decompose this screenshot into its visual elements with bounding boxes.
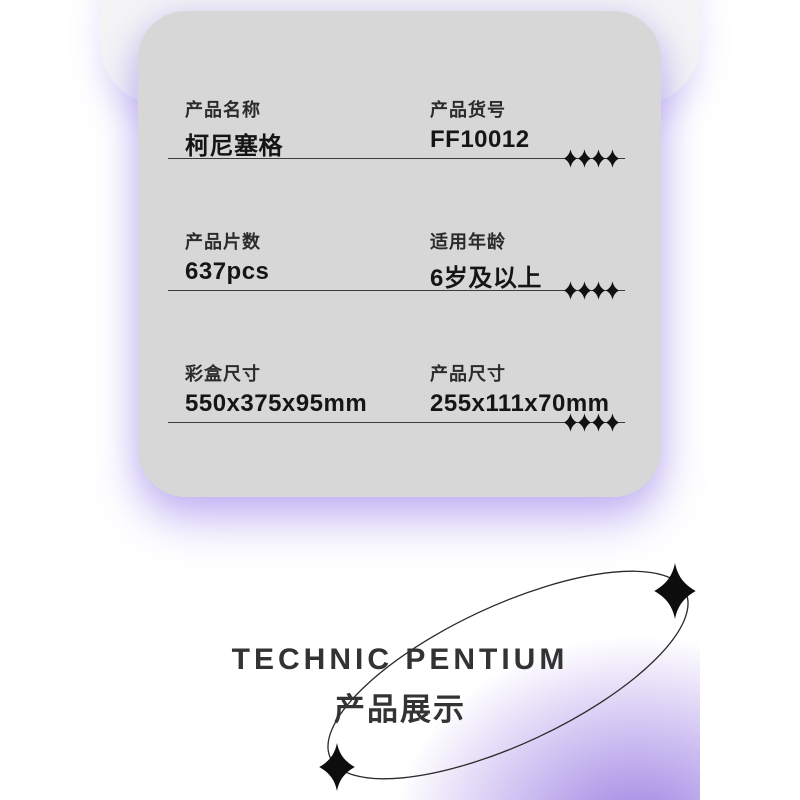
spec-cell-product-number: 产品货号 FF10012 <box>430 96 530 154</box>
diamond-row-decoration <box>564 149 619 168</box>
four-pointed-diamond-icon <box>578 413 591 432</box>
four-pointed-star-icon <box>319 743 355 791</box>
four-pointed-diamond-icon <box>578 149 591 168</box>
spec-value: 柯尼塞格 <box>185 133 283 160</box>
row-divider-line <box>168 281 625 300</box>
spec-value: 637pcs <box>185 258 270 285</box>
spec-cell-age-range: 适用年龄 6岁及以上 <box>430 228 542 293</box>
spec-value: FF10012 <box>430 126 530 153</box>
spec-card: 产品名称 柯尼塞格 产品货号 FF10012 产品片数 637pcs <box>138 11 661 497</box>
four-pointed-diamond-icon <box>564 149 577 168</box>
spec-value: 255x111x70mm <box>430 390 610 417</box>
row-divider-line <box>168 413 625 432</box>
spec-label: 产品名称 <box>185 100 261 120</box>
spec-value: 550x375x95mm <box>185 390 368 417</box>
four-pointed-diamond-icon <box>564 281 577 300</box>
spec-label: 产品尺寸 <box>430 364 506 384</box>
spec-cell-product-size: 产品尺寸 255x111x70mm <box>430 360 610 418</box>
four-pointed-star-icon <box>654 563 696 619</box>
spec-label: 产品货号 <box>430 100 506 120</box>
four-pointed-diamond-icon <box>606 413 619 432</box>
spec-cell-piece-count: 产品片数 637pcs <box>185 228 269 286</box>
spec-label: 产品片数 <box>185 232 261 252</box>
spec-label: 适用年龄 <box>430 232 506 252</box>
spec-value: 6岁及以上 <box>430 265 542 292</box>
diamond-row-decoration <box>564 281 619 300</box>
showcase-title-cn: 产品展示 <box>334 692 466 727</box>
four-pointed-diamond-icon <box>578 281 591 300</box>
spec-cell-product-name: 产品名称 柯尼塞格 <box>185 96 283 161</box>
four-pointed-diamond-icon <box>592 149 605 168</box>
spec-cell-box-size: 彩盒尺寸 550x375x95mm <box>185 360 367 418</box>
row-divider-line <box>168 149 625 168</box>
bottom-lavender-gradient <box>0 500 700 800</box>
four-pointed-diamond-icon <box>606 149 619 168</box>
four-pointed-diamond-icon <box>606 281 619 300</box>
four-pointed-diamond-icon <box>564 413 577 432</box>
diamond-row-decoration <box>564 413 619 432</box>
four-pointed-diamond-icon <box>592 413 605 432</box>
showcase-title-en: TECHNIC PENTIUM <box>231 643 569 676</box>
spec-label: 彩盒尺寸 <box>185 364 261 384</box>
four-pointed-diamond-icon <box>592 281 605 300</box>
